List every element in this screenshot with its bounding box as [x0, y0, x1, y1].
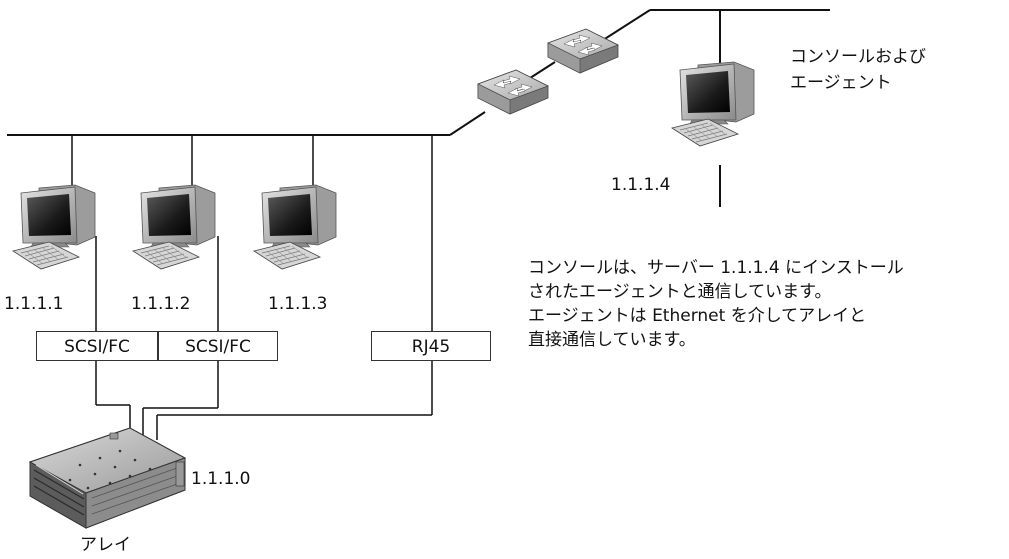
connection-box-rj45: RJ45 [371, 331, 491, 361]
network-switch-1 [477, 69, 549, 115]
host-drop-lines [71, 135, 433, 440]
host-computer-2 [132, 184, 216, 270]
console-label-line2: エージェント [790, 73, 892, 93]
description-line-1: コンソールは、サーバー 1.1.1.4 にインストール [528, 258, 904, 278]
array-ip-label: 1.1.1.0 [191, 469, 251, 489]
host-ip-label-1: 1.1.1.1 [4, 294, 64, 314]
connection-box-scsi-1: SCSI/FC [36, 331, 158, 361]
description-line-4: 直接通信しています。 [528, 330, 696, 350]
console-ip-label: 1.1.1.4 [611, 175, 671, 195]
console-computer [671, 61, 755, 147]
host-ip-label-3: 1.1.1.3 [268, 294, 328, 314]
host-computer-1 [12, 184, 96, 270]
network-switch-2 [547, 28, 619, 74]
connection-box-scsi-2: SCSI/FC [158, 331, 278, 361]
description-line-3: エージェントは Ethernet を介してアレイと [528, 306, 867, 326]
network-lines [7, 9, 830, 207]
host-computer-3 [253, 184, 337, 270]
description-line-2: されたエージェントと通信しています。 [528, 282, 832, 302]
storage-array-icon [28, 427, 187, 529]
console-label-line1: コンソールおよび [790, 47, 926, 67]
host-ip-label-2: 1.1.1.2 [131, 294, 191, 314]
array-label: アレイ [80, 535, 131, 555]
